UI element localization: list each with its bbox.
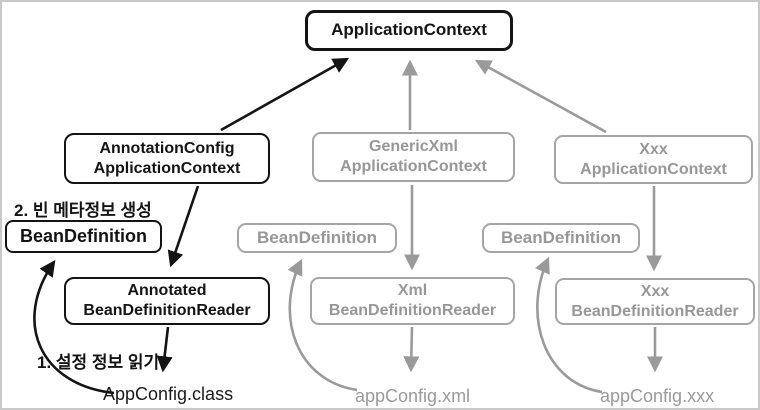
arrow-appconfigclass-to-beandefinition [33,260,115,395]
node-genericxml-applicationcontext: GenericXml ApplicationContext [312,132,515,182]
node-annotated-beandefinitionreader: Annotated BeanDefinitionReader [64,277,270,325]
label-appconfig-xxx: appConfig.xxx [600,386,715,406]
arrow-xxxcontext-to-applicationcontext [474,59,607,134]
label-appconfig-xml: appConfig.xml [355,386,471,406]
annotation-step1: 1. 설정 정보 읽기 [37,353,160,372]
node-xxxreader-line2: BeanDefinitionReader [571,302,739,320]
arrow-annotationconfig-to-annotatedreader [167,185,200,268]
node-xxx-beandefinitionreader: Xxx BeanDefinitionReader [555,278,755,325]
node-beandefinition-right: BeanDefinition [482,223,640,253]
node-annotatedreader-line1: Annotated [127,282,207,300]
node-xml-beandefinitionreader: Xml BeanDefinitionReader [310,277,515,325]
node-xxxcontext-line2: ApplicationContext [580,160,727,178]
node-annotationconfig-line1: AnnotationConfig [99,139,235,157]
node-beandefinition-mid: BeanDefinition [237,223,397,253]
node-application-context-label: ApplicationContext [331,20,487,40]
label-appconfig-class: AppConfig.class [103,384,234,404]
node-xxxcontext-line1: Xxx [639,140,668,158]
node-genericxml-line1: GenericXml [369,138,458,156]
arrow-appconfigxml-to-beandefinition [287,258,358,392]
node-annotationconfig-applicationcontext: AnnotationConfig ApplicationContext [64,133,270,184]
arrow-annotationconfig-to-applicationcontext [220,57,350,132]
node-annotationconfig-line2: ApplicationContext [93,159,241,177]
arrow-annotatedreader-to-appconfigclass [156,326,173,373]
node-beandefinition-left-label: BeanDefinition [19,225,147,246]
arrow-appconfigxxx-to-beandefinition [535,256,603,394]
arrow-xmlreader-to-appconfigxml [403,326,420,373]
node-xxx-applicationcontext: Xxx ApplicationContext [554,135,753,184]
node-xmlreader-line2: BeanDefinitionReader [328,302,497,319]
node-application-context: ApplicationContext [305,10,513,51]
node-beandefinition-mid-label: BeanDefinition [257,227,377,247]
node-xmlreader-line1: Xml [397,282,428,300]
node-genericxml-line2: ApplicationContext [340,158,487,175]
node-xxxreader-line1: Xxx [640,282,670,300]
node-beandefinition-right-label: BeanDefinition [501,227,621,247]
annotation-step2: 2. 빈 메타정보 생성 [14,201,152,220]
node-beandefinition-left: BeanDefinition [5,220,162,253]
node-annotatedreader-line2: BeanDefinitionReader [83,302,251,319]
